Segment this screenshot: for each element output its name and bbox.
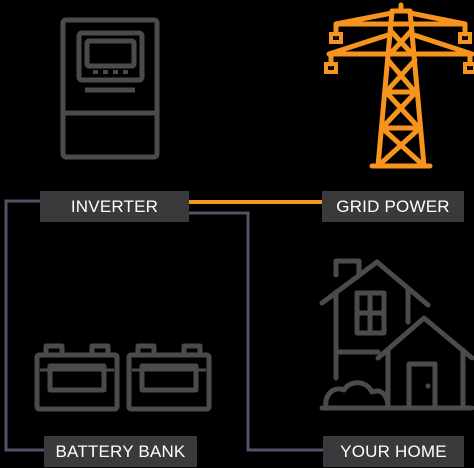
- house-door-knob: [425, 383, 431, 389]
- battery-bank-label: BATTERY BANK: [44, 436, 197, 467]
- power-tower-insulators: [324, 32, 474, 74]
- inverter-meter-icon: [60, 17, 160, 160]
- battery-line: [4, 199, 44, 452]
- battery-bank-icon: [34, 343, 212, 412]
- house-icon: [319, 258, 474, 411]
- grid-power-label: GRID POWER: [322, 191, 464, 222]
- power-tower-icon: [326, 2, 474, 169]
- your-home-label: YOUR HOME: [323, 436, 464, 467]
- inverter-meter-dots: [93, 70, 128, 74]
- connector-lines: [4, 199, 323, 452]
- home-line: [189, 211, 323, 452]
- inverter-label: INVERTER: [40, 191, 189, 222]
